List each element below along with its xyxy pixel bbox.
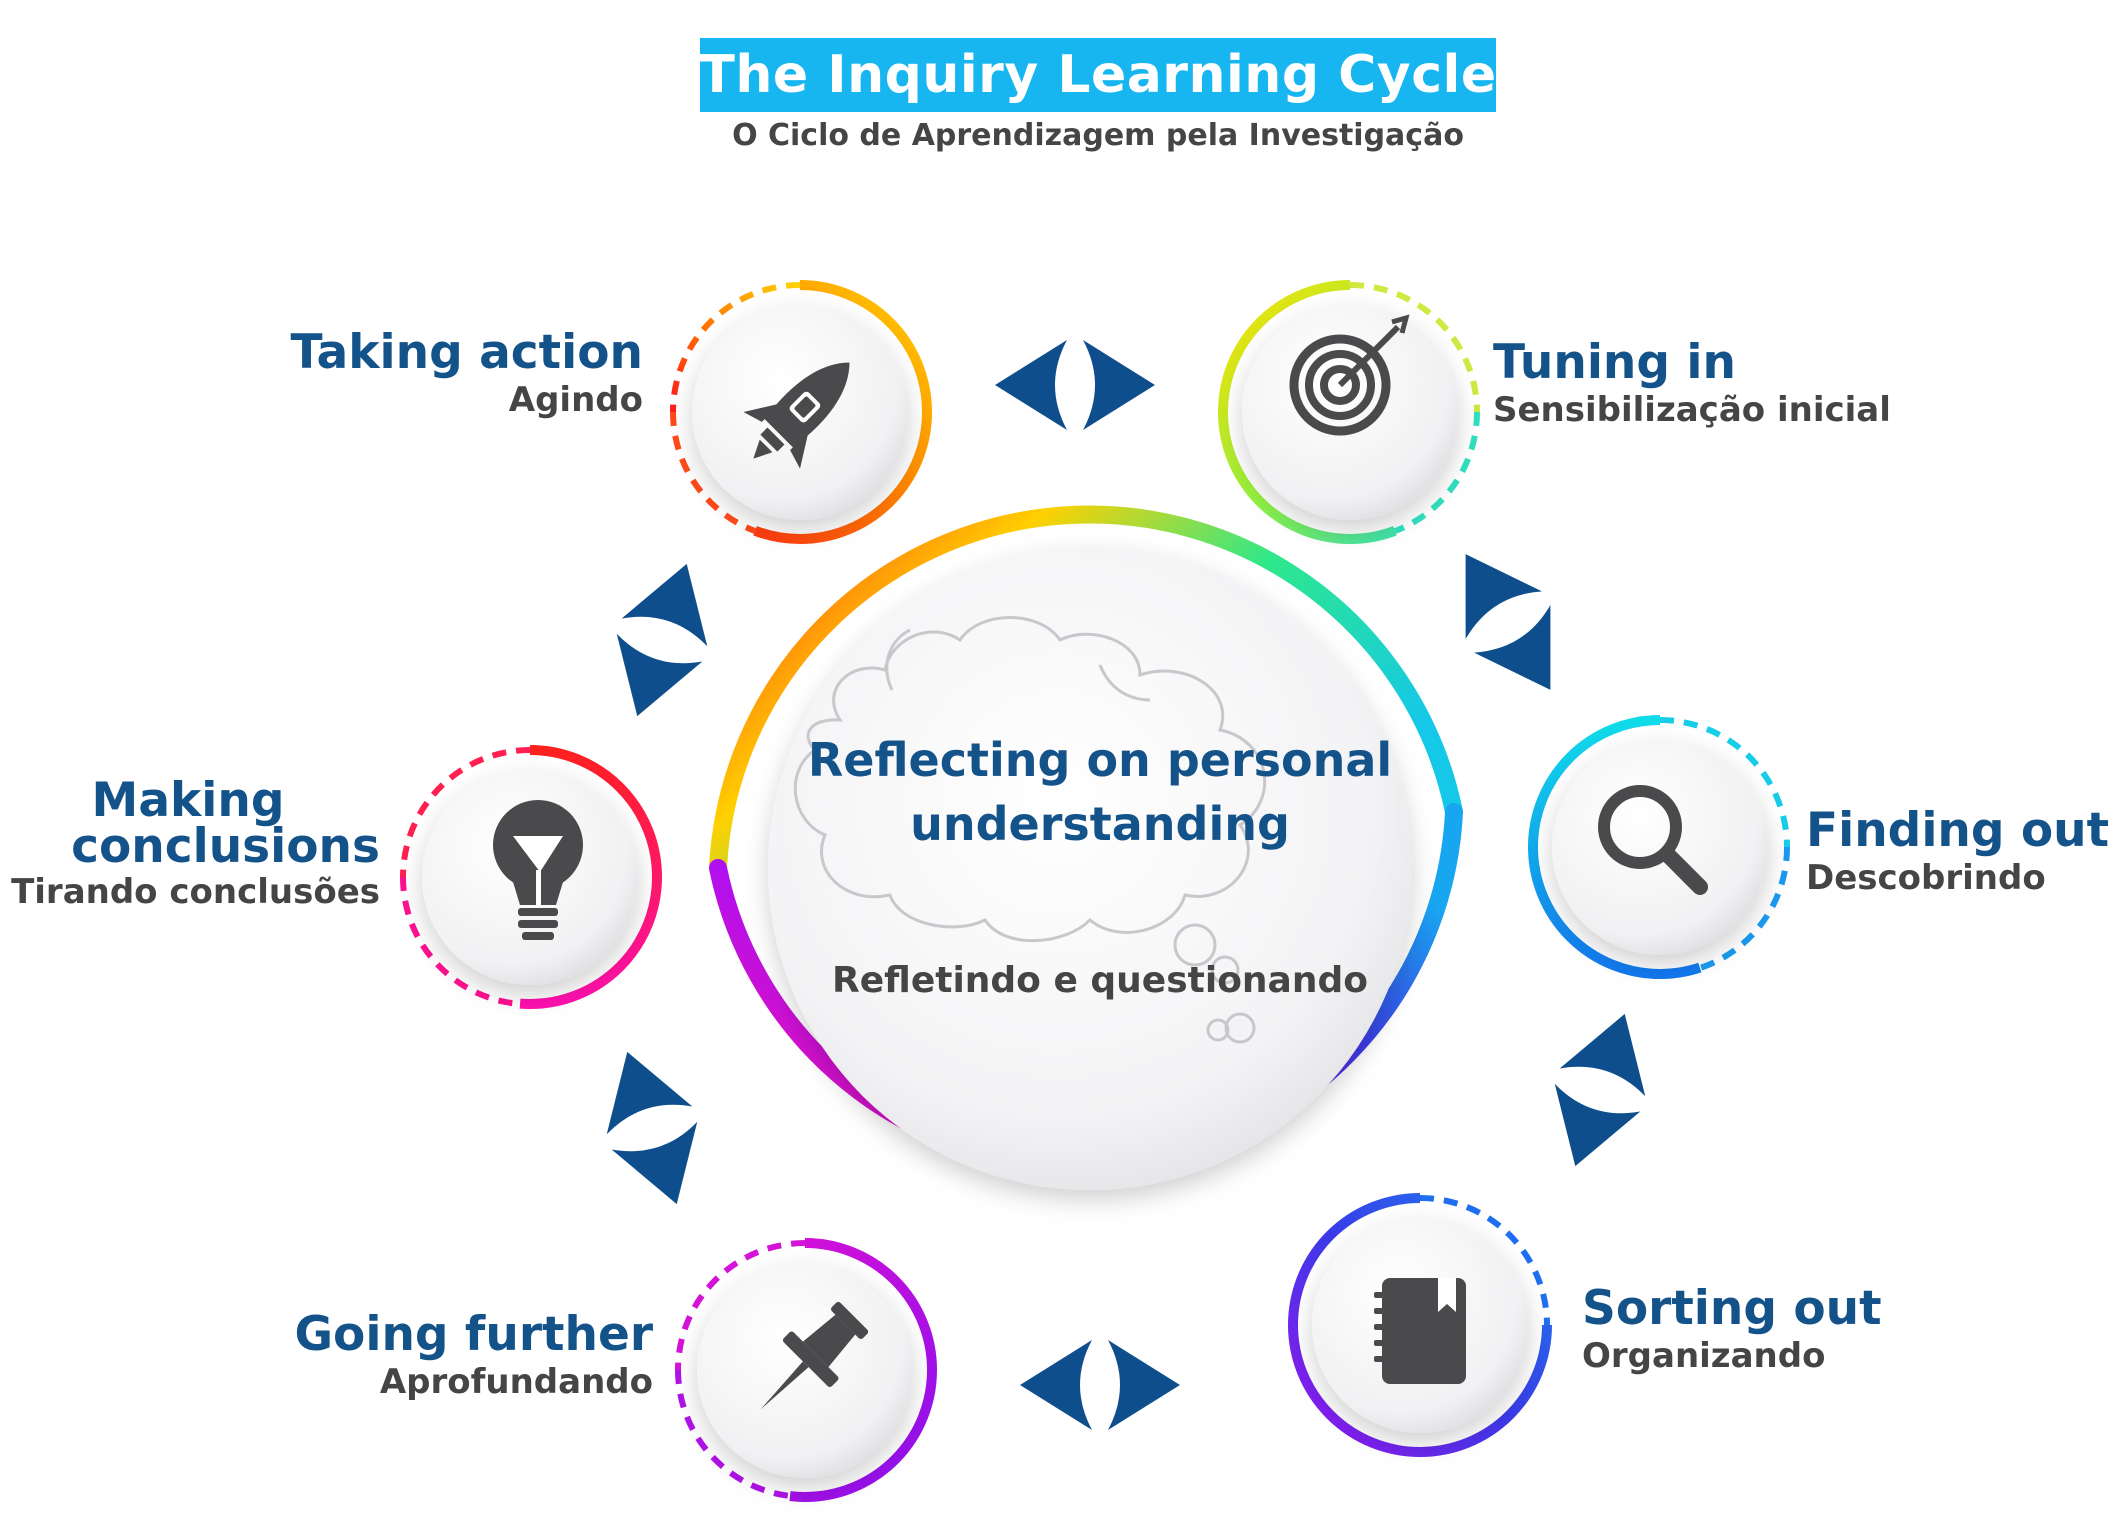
target-icon [1289,314,1410,436]
taking-action-subtitle: Agindo [508,380,643,420]
making-conclusions-title-line2: conclusions [71,819,380,874]
sorting-out-subtitle: Organizando [1582,1336,1826,1376]
diagram-subtitle: O Ciclo de Aprendizagem pela Investigaçã… [732,118,1464,153]
arrow-making-conclusions-taking-action [616,563,708,717]
arrow-going-further-making-conclusions [606,1051,698,1205]
arrow-finding-out-sorting-out [1554,1013,1646,1167]
finding-out-title: Finding out [1806,803,2110,858]
label-making-conclusions: Making conclusions Tirando conclusões [11,773,380,914]
label-going-further: Going further Aprofundando [294,1310,653,1404]
tuning-in-subtitle: Sensibilização inicial [1493,390,1891,430]
rocket-icon [743,362,850,469]
title-banner: The Inquiry Learning Cycle [699,38,1497,112]
lightbulb-icon [493,800,583,940]
label-finding-out: Finding out Descobrindo [1806,806,2109,900]
making-conclusions-subtitle: Tirando conclusões [11,872,380,912]
making-conclusions-title-line1: Making [91,773,285,828]
going-further-subtitle: Aprofundando [379,1362,653,1402]
label-taking-action: Taking action Agindo [291,328,643,422]
diagram-title: The Inquiry Learning Cycle [699,45,1497,105]
pushpin-icon [760,1301,869,1410]
tuning-in-title: Tuning in [1493,335,1736,390]
finding-out-node [1528,713,1795,979]
label-tuning-in: Tuning in Sensibilização inicial [1493,338,1891,432]
arrow-taking-action-tuning-in [995,340,1155,430]
label-sorting-out: Sorting out Organizando [1582,1284,1882,1378]
taking-action-title: Taking action [290,325,643,380]
finding-out-subtitle: Descobrindo [1806,858,2046,898]
sorting-out-title: Sorting out [1582,1281,1882,1336]
center-title: Reflecting on personal understanding [807,733,1393,851]
arrow-sorting-out-going-further [1020,1340,1180,1430]
notebook-icon [1374,1278,1466,1384]
center-subtitle: Refletindo e questionando [832,960,1368,1001]
magnifier-icon [1598,785,1708,895]
center-disc [768,546,1412,1190]
thought-cloud-icon [793,616,1267,1044]
going-further-title: Going further [294,1307,653,1362]
arrow-tuning-in-finding-out [1465,554,1551,690]
